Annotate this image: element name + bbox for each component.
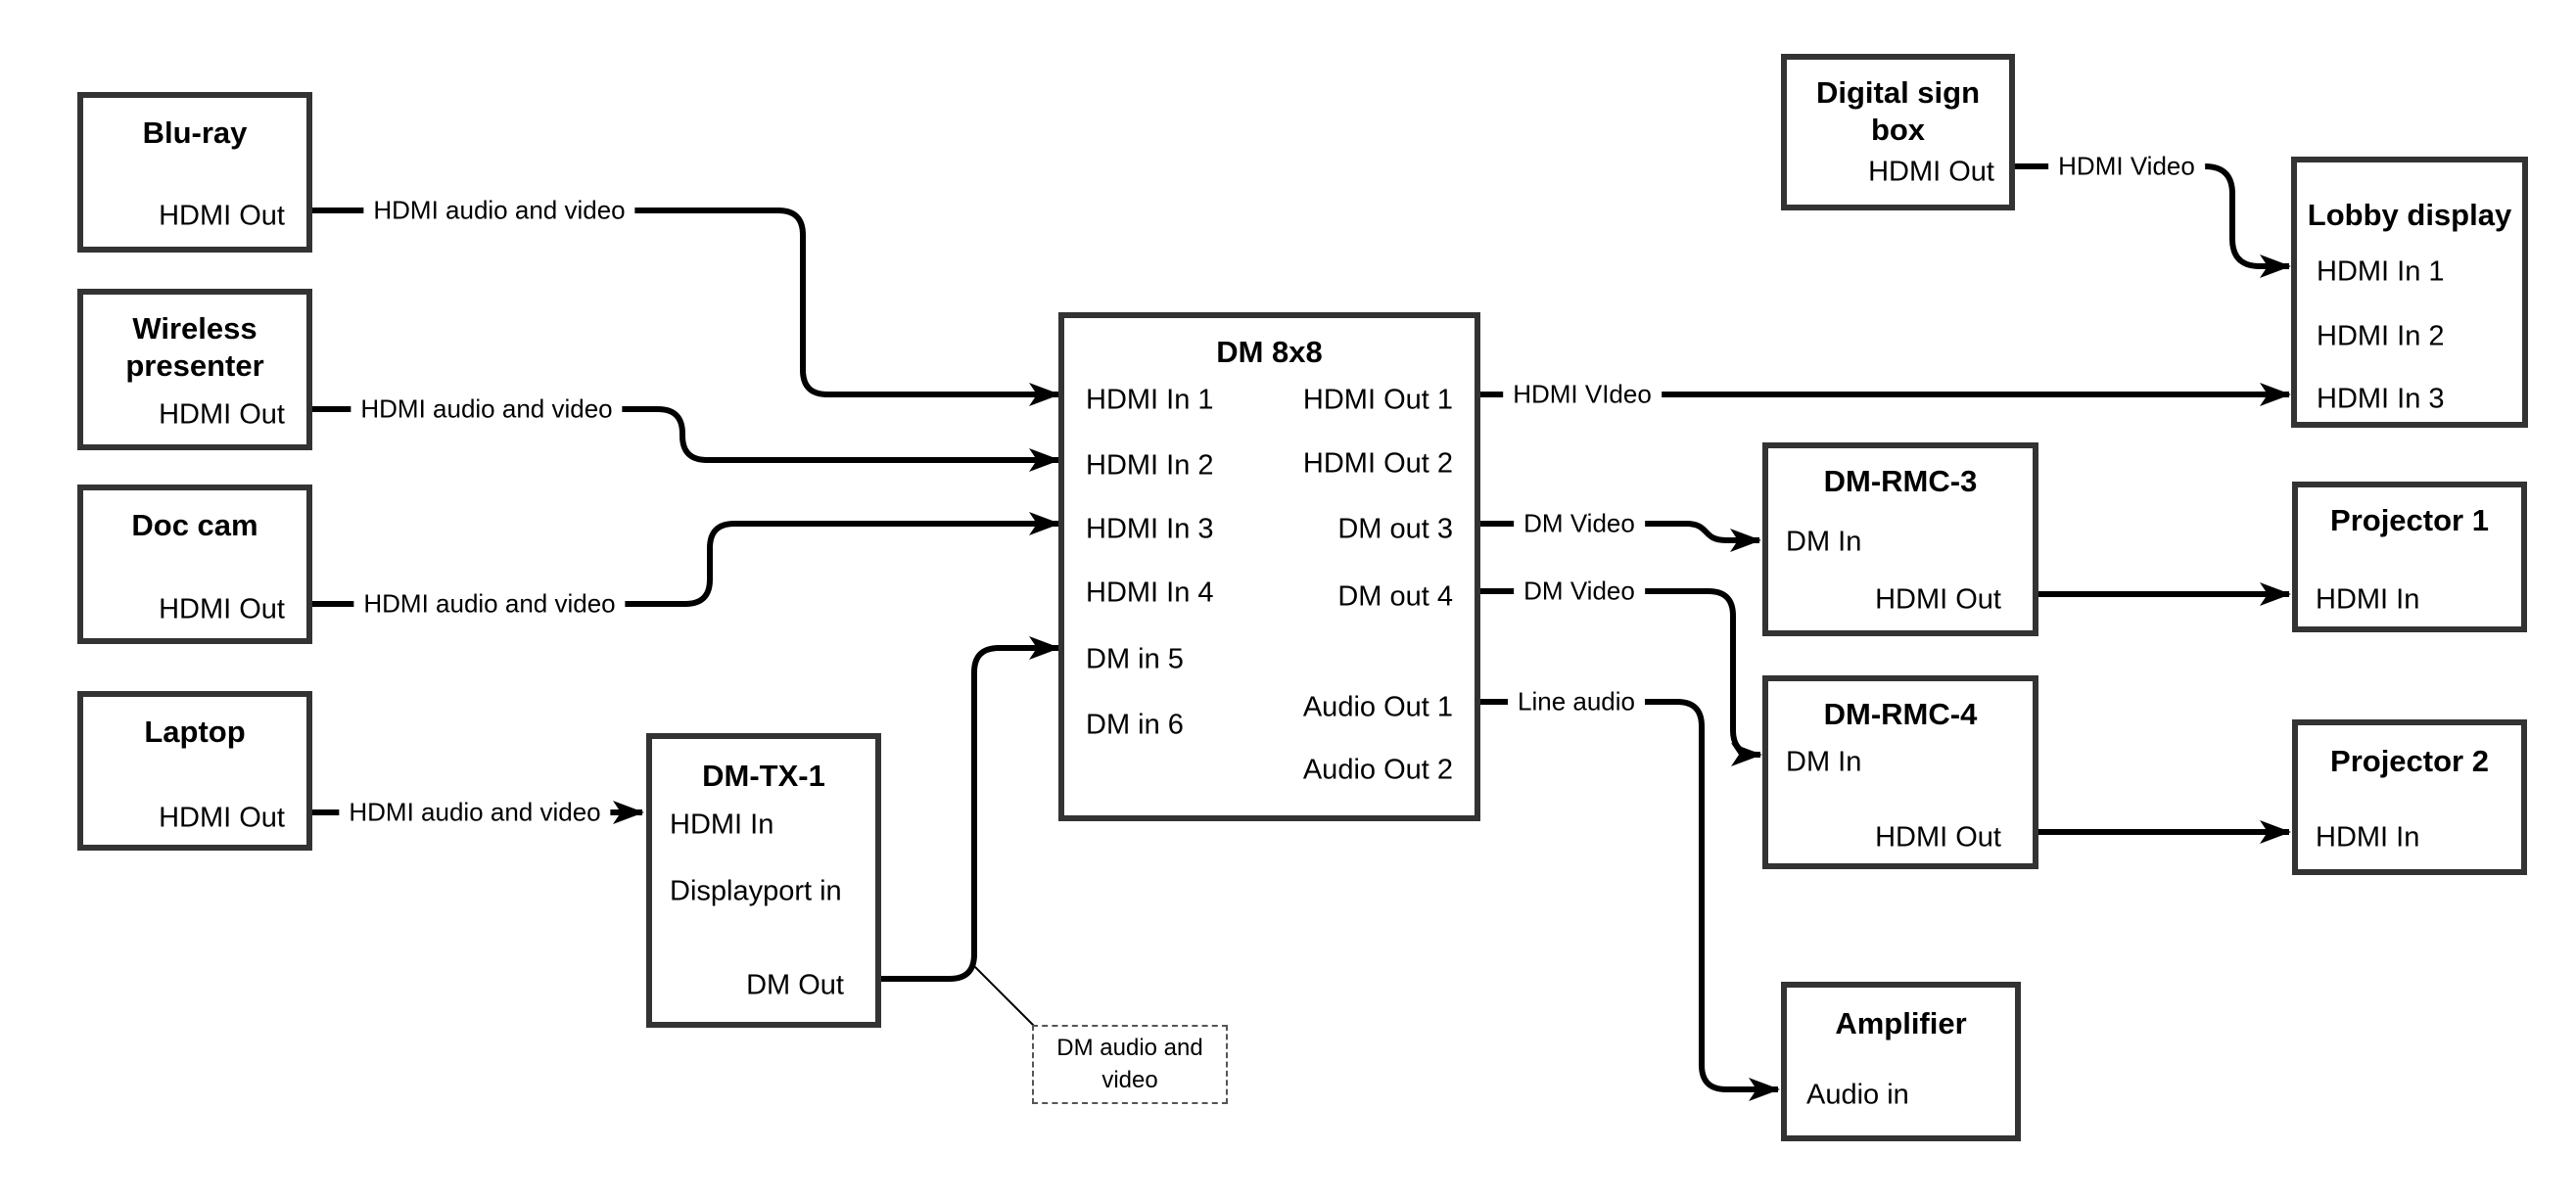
- dm-8x8-title: DM 8x8: [1216, 335, 1323, 370]
- wire-dm8x8-dmout3-to-rmc3-dmin: [1480, 521, 1761, 552]
- dm-tx-1-title: DM-TX-1: [702, 759, 825, 794]
- wire-label-dm-out-4: DM Video: [1514, 576, 1645, 607]
- dm-8x8-port-hdmi-in-3: HDMI In 3: [1086, 513, 1214, 545]
- wire-label-dm-out-3: DM Video: [1514, 508, 1645, 539]
- callout-leader-line: [971, 963, 1036, 1028]
- dm-audio-video-callout-text: DM audio and video: [1056, 1035, 1203, 1093]
- wireless-presenter-title: Wireless presenter: [125, 311, 264, 383]
- lobby-display-box: Lobby display HDMI In 1 HDMI In 2 HDMI I…: [2291, 157, 2528, 428]
- dm-8x8-port-dm-out-3: DM out 3: [1337, 513, 1453, 545]
- laptop-box: Laptop HDMI Out: [77, 691, 312, 851]
- dm-8x8-port-hdmi-out-2: HDMI Out 2: [1302, 447, 1453, 480]
- dm-tx-1-box: DM-TX-1 HDMI In Displayport in DM Out: [646, 733, 881, 1028]
- amplifier-port-audio-in: Audio in: [1806, 1079, 1909, 1111]
- projector-2-box: Projector 2 HDMI In: [2292, 719, 2527, 875]
- dm-rmc-3-box: DM-RMC-3 DM In HDMI Out: [1762, 442, 2038, 636]
- dm-8x8-port-dm-out-4: DM out 4: [1337, 580, 1453, 613]
- laptop-title: Laptop: [144, 715, 246, 750]
- dm-audio-video-callout: DM audio and video: [1032, 1025, 1228, 1104]
- digital-sign-port-hdmi-out: HDMI Out: [1868, 156, 1994, 188]
- projector-1-port-hdmi-in: HDMI In: [2316, 583, 2420, 616]
- wire-digitalsign-to-lobby-in1: [2015, 163, 2291, 278]
- wire-dm8x8-audio1-to-amplifier: [1480, 699, 1780, 1101]
- doc-cam-port-hdmi-out: HDMI Out: [159, 593, 285, 625]
- dm-tx-1-port-hdmi-in: HDMI In: [670, 808, 774, 841]
- wire-dmtx1-dmout-to-dm8x8-dmin5: [879, 636, 1060, 982]
- dm-8x8-port-audio-out-1: Audio Out 1: [1302, 691, 1453, 723]
- dm-rmc-3-title: DM-RMC-3: [1823, 464, 1978, 499]
- bluray-box: Blu-ray HDMI Out: [77, 92, 312, 253]
- wire-label-doccam: HDMI audio and video: [353, 588, 626, 620]
- dm-8x8-box: DM 8x8 HDMI In 1 HDMI In 2 HDMI In 3 HDM…: [1058, 312, 1480, 821]
- lobby-display-port-hdmi-in-1: HDMI In 1: [2317, 255, 2445, 288]
- wire-label-laptop: HDMI audio and video: [339, 797, 611, 828]
- wire-dm8x8-dmout4-to-rmc4-dmin: [1480, 588, 1762, 766]
- dm-rmc-3-port-hdmi-out: HDMI Out: [1875, 583, 2001, 616]
- bluray-port-hdmi-out: HDMI Out: [159, 200, 285, 232]
- digital-sign-title: Digital sign box: [1815, 75, 1981, 147]
- doc-cam-box: Doc cam HDMI Out: [77, 485, 312, 644]
- dm-tx-1-port-dm-out: DM Out: [746, 969, 844, 1001]
- dm-8x8-port-audio-out-2: Audio Out 2: [1302, 754, 1453, 786]
- wire-label-digital-sign: HDMI Video: [2048, 151, 2205, 182]
- laptop-port-hdmi-out: HDMI Out: [159, 802, 285, 834]
- lobby-display-port-hdmi-in-2: HDMI In 2: [2317, 320, 2445, 352]
- wireless-presenter-box: Wireless presenter HDMI Out: [77, 289, 312, 450]
- projector-1-title: Projector 1: [2330, 503, 2489, 538]
- projector-2-port-hdmi-in: HDMI In: [2316, 821, 2420, 854]
- wire-doccam-to-dm8x8-in3: [312, 512, 1060, 607]
- amplifier-title: Amplifier: [1835, 1006, 1967, 1041]
- wire-wireless-to-dm8x8-in2: [312, 406, 1060, 472]
- dm-8x8-port-hdmi-in-1: HDMI In 1: [1086, 384, 1214, 416]
- dm-rmc-4-title: DM-RMC-4: [1823, 697, 1978, 732]
- wire-label-audio-out-1: Line audio: [1508, 686, 1645, 717]
- dm-rmc-4-port-dm-in: DM In: [1786, 746, 1862, 778]
- dm-tx-1-port-displayport-in: Displayport in: [670, 875, 842, 907]
- dm-8x8-port-dm-in-6: DM in 6: [1086, 709, 1184, 741]
- bluray-title: Blu-ray: [142, 115, 248, 151]
- digital-sign-box: Digital sign box HDMI Out: [1781, 54, 2015, 210]
- dm-rmc-4-port-hdmi-out: HDMI Out: [1875, 821, 2001, 854]
- wire-label-wireless: HDMI audio and video: [351, 393, 623, 425]
- amplifier-box: Amplifier Audio in: [1781, 982, 2021, 1141]
- lobby-display-port-hdmi-in-3: HDMI In 3: [2317, 383, 2445, 415]
- dm-8x8-port-hdmi-in-2: HDMI In 2: [1086, 449, 1214, 482]
- dm-8x8-port-hdmi-out-1: HDMI Out 1: [1302, 384, 1453, 416]
- wire-label-hdmi-out-1: HDMI VIdeo: [1503, 379, 1662, 410]
- wire-bluray-to-dm8x8-in1: [312, 208, 1060, 406]
- wire-label-bluray: HDMI audio and video: [363, 195, 635, 226]
- doc-cam-title: Doc cam: [131, 508, 258, 543]
- dm-rmc-4-box: DM-RMC-4 DM In HDMI Out: [1762, 675, 2038, 869]
- dm-8x8-port-dm-in-5: DM in 5: [1086, 643, 1184, 675]
- dm-rmc-3-port-dm-in: DM In: [1786, 526, 1862, 558]
- wireless-presenter-port-hdmi-out: HDMI Out: [159, 398, 285, 431]
- projector-1-box: Projector 1 HDMI In: [2292, 482, 2527, 632]
- lobby-display-title: Lobby display: [2307, 198, 2512, 233]
- dm-8x8-port-hdmi-in-4: HDMI In 4: [1086, 577, 1214, 609]
- projector-2-title: Projector 2: [2330, 744, 2489, 779]
